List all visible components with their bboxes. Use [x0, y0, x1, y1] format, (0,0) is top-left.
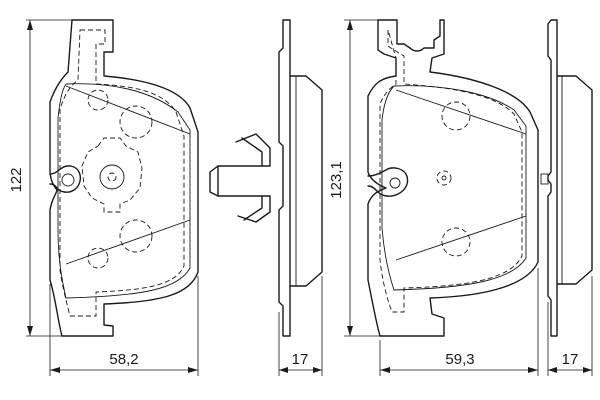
pad-2-side-view	[540, 19, 593, 337]
pad-2-width-label: 59,3	[445, 351, 474, 368]
retaining-clip	[209, 133, 271, 223]
pad-2-height-dimension: 123,1	[328, 19, 380, 337]
pad-1-thickness-dimension: 17	[278, 276, 323, 376]
pad-1-width-label: 58,2	[109, 351, 138, 368]
pad-2-height-label: 123,1	[328, 161, 345, 199]
pad-1-side-view	[278, 19, 323, 337]
pad-1-width-dimension: 58,2	[49, 276, 199, 376]
pad-1-height-dimension: 122	[8, 19, 72, 337]
pad-2-thickness-dimension: 17	[547, 276, 593, 376]
pad-2-front-view	[367, 19, 539, 337]
pad-1-thickness-label: 17	[292, 351, 309, 368]
pad-1-height-label: 122	[8, 167, 25, 192]
pad-2-thickness-label: 17	[562, 351, 579, 368]
pad-1-front-view	[49, 19, 199, 337]
pad-2-width-dimension: 59,3	[379, 268, 539, 376]
